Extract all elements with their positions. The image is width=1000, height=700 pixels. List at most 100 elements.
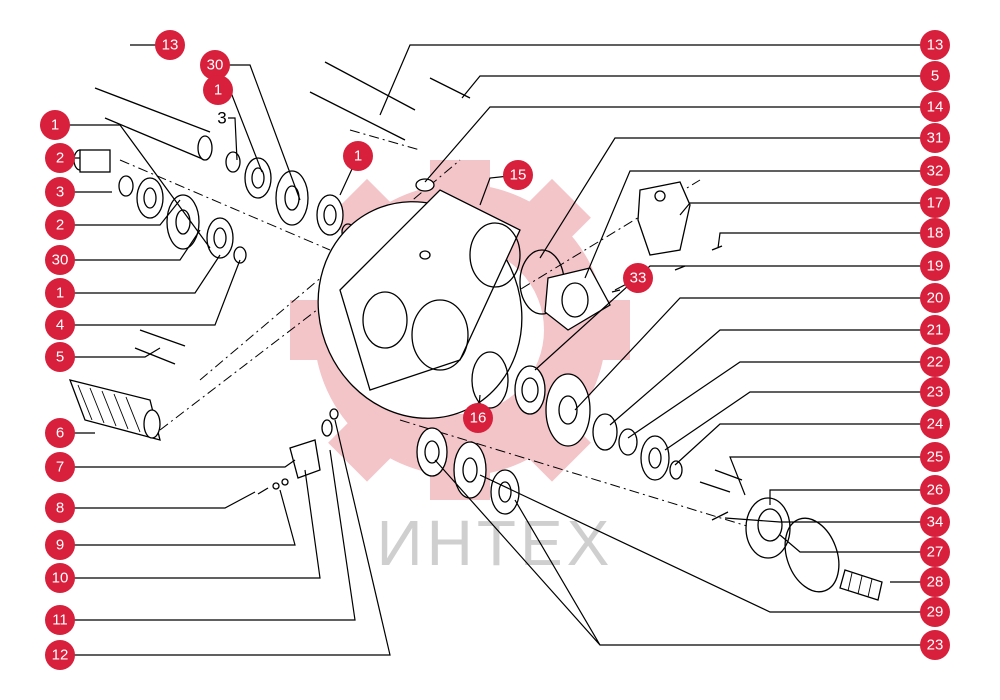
callout-r13: 13 [920, 30, 950, 60]
callout-badge-circle [920, 409, 950, 439]
callout-badge-circle [155, 30, 185, 60]
callout-number: 31 [927, 130, 944, 147]
leader-line-r34 [724, 517, 935, 523]
callout-l2b: 2 [45, 210, 75, 240]
callout-badge-circle [920, 30, 950, 60]
callout-badge-circle [920, 92, 950, 122]
callout-badge-circle [45, 640, 75, 670]
leader-lines [55, 44, 935, 656]
left-shaft-parts [73, 135, 355, 264]
callout-l7: 7 [45, 452, 75, 482]
callout-r19: 19 [920, 251, 950, 281]
callout-number: 2 [56, 217, 64, 234]
callout-number: 27 [927, 544, 944, 561]
callout-badge-circle [920, 251, 950, 281]
callout-badge-circle [45, 418, 75, 448]
callout-badge-circle [45, 143, 75, 173]
callout-badge-circle [920, 537, 950, 567]
callout-r15: 15 [503, 160, 533, 190]
callout-number: 18 [927, 225, 944, 242]
leader-line-r22 [627, 361, 935, 439]
leader-line-l10 [60, 469, 321, 579]
callout-number: 29 [927, 604, 944, 621]
leader-line-l30l [60, 229, 201, 261]
callout-number: 14 [927, 99, 944, 116]
callout-badge-circle [920, 597, 950, 627]
callout-number: 23 [927, 384, 944, 401]
callout-badge-circle [200, 50, 230, 80]
callout-badge-circle [920, 377, 950, 407]
callout-badge-circle [920, 188, 950, 218]
callout-l30l: 30 [45, 245, 75, 275]
callout-r23a: 23 [920, 377, 950, 407]
leader-line-r18 [717, 232, 935, 249]
callout-l9: 9 [45, 530, 75, 560]
callout-number: 3 [217, 109, 226, 128]
leader-line-r25 [729, 456, 935, 496]
callout-r25: 25 [920, 442, 950, 472]
callout-r18: 18 [920, 218, 950, 248]
callout-number: 8 [56, 500, 64, 517]
callout-badge-circle [45, 563, 75, 593]
callout-badge-circle [920, 630, 950, 660]
leader-line-l5l [60, 347, 161, 358]
callout-r23b: 23 [920, 630, 950, 660]
callout-r16: 16 [463, 403, 493, 433]
callout-badge-circle [503, 160, 533, 190]
long-bolts [94, 61, 471, 365]
leader-line-l7 [60, 459, 296, 468]
callout-l5l: 5 [45, 342, 75, 372]
callout-badge-circle [920, 567, 950, 597]
callout-badge-circle [920, 442, 950, 472]
leader-line-r17 [679, 202, 935, 216]
callout-badge-circle [920, 315, 950, 345]
callout-number: 28 [927, 574, 944, 591]
callout-badge-circle [920, 123, 950, 153]
leader-line-r23b [434, 459, 935, 646]
leader-line-l1n [60, 254, 221, 294]
callout-r32: 32 [920, 156, 950, 186]
callout-number: 30 [207, 57, 224, 74]
callout-r29: 29 [920, 597, 950, 627]
callout-badge-circle [45, 210, 75, 240]
callout-number: 9 [56, 537, 64, 554]
leader-line-r19 [534, 265, 935, 371]
callout-badge-circle [45, 452, 75, 482]
leader-line-r20 [574, 297, 935, 411]
callout-badge-circle [45, 342, 75, 372]
callout-number: 15 [510, 167, 527, 184]
leader-line-r27 [779, 534, 935, 553]
callout-badge-circle [623, 263, 653, 293]
callout-number: 12 [52, 647, 69, 664]
leader-line-r5 [461, 75, 935, 99]
leader-line-l11 [60, 449, 356, 621]
callout-l6: 6 [45, 418, 75, 448]
callout-badge-circle [920, 347, 950, 377]
callout-r5: 5 [920, 61, 950, 91]
callout-badge-circle [45, 245, 75, 275]
callout-number: 21 [927, 322, 944, 339]
callout-number: 11 [52, 612, 68, 629]
callout-r17: 17 [920, 188, 950, 218]
callout-l8: 8 [45, 493, 75, 523]
small-hardware [257, 408, 339, 495]
callout-number: 33 [630, 270, 647, 287]
callout-l4: 4 [45, 310, 75, 340]
callout-r33: 33 [623, 263, 653, 293]
callout-number: 5 [931, 68, 939, 85]
callout-number: 22 [927, 354, 944, 371]
watermark-text: ИНТЕХ [377, 507, 614, 579]
callout-r27: 27 [920, 537, 950, 567]
splined-shaft [68, 379, 161, 441]
callout-l13: 13 [155, 30, 185, 60]
callout-badge-circle [343, 141, 373, 171]
callout-badge-circle [463, 403, 493, 433]
callout-number: 26 [927, 482, 944, 499]
callout-number: 6 [56, 425, 64, 442]
callout-badge-circle [45, 177, 75, 207]
callout-badge-circle [920, 156, 950, 186]
callout-number: 10 [52, 570, 69, 587]
